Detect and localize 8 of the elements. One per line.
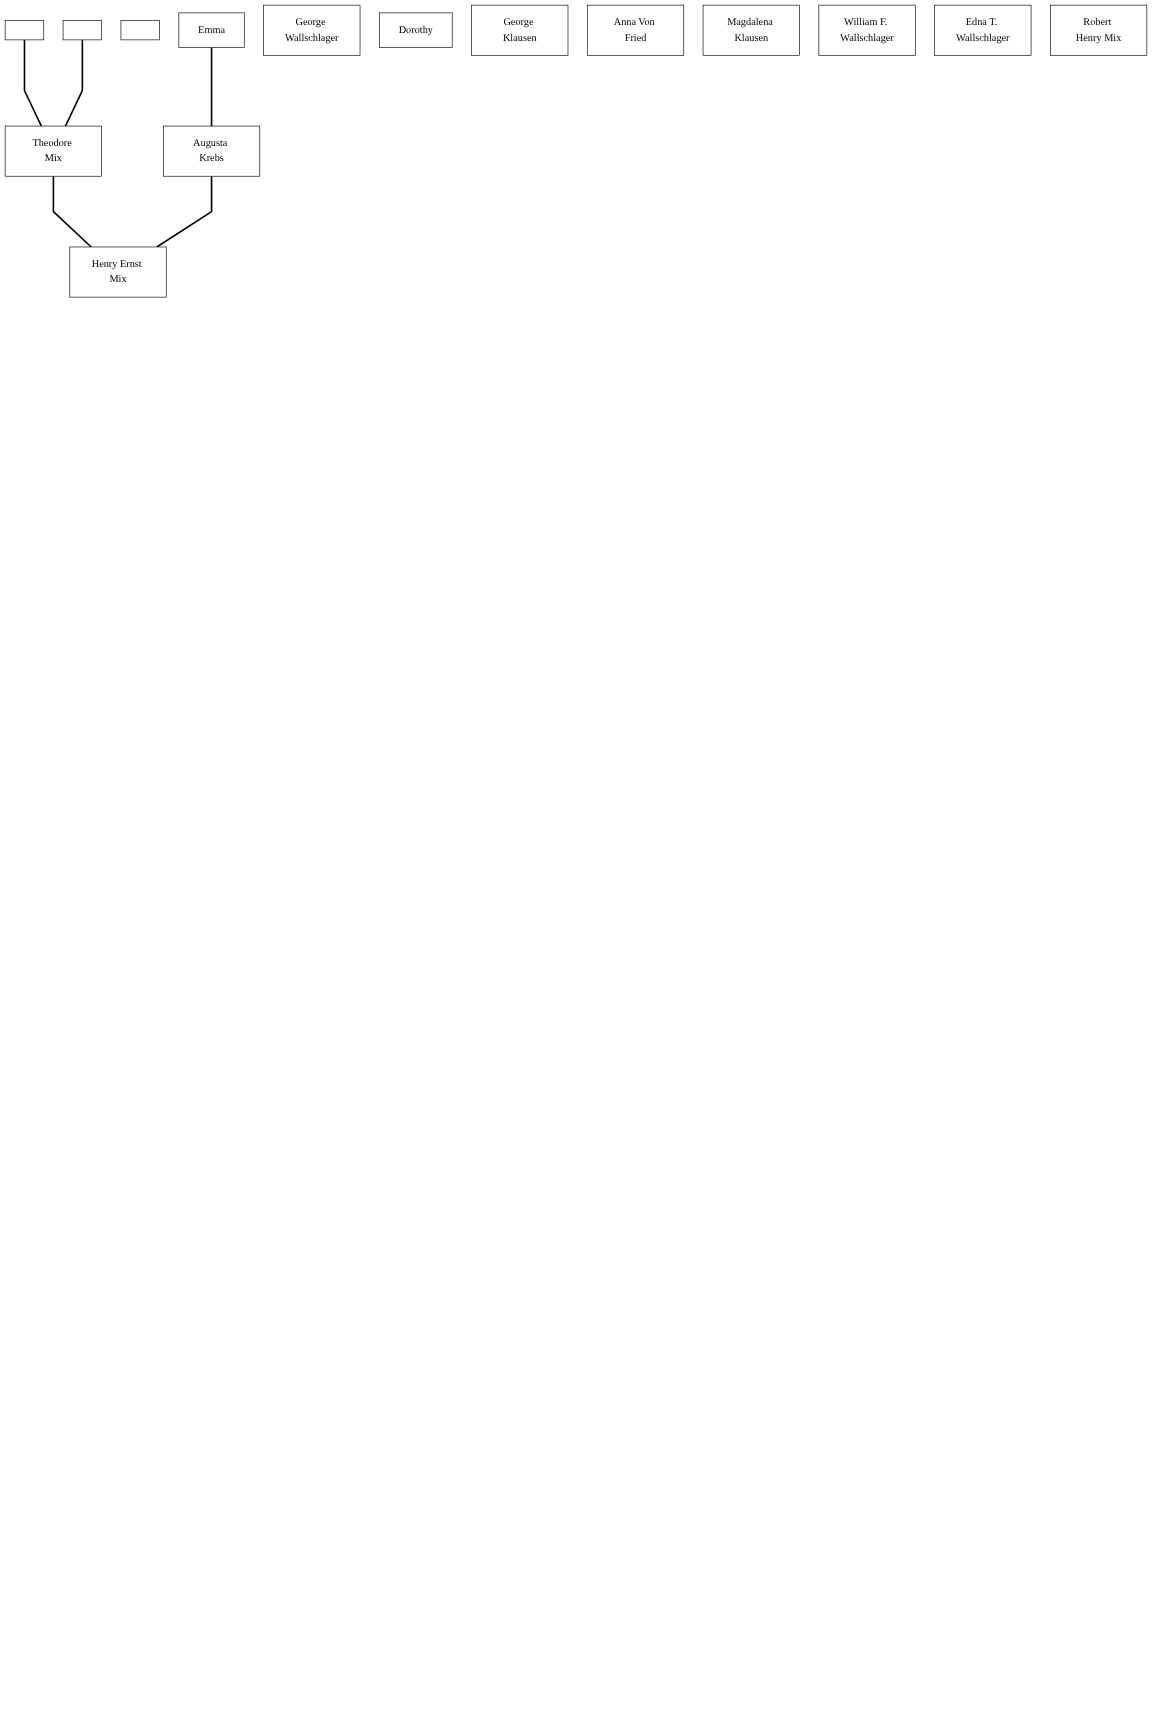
connector: [156, 175, 213, 248]
node-box: [120, 20, 160, 41]
connector: [64, 39, 84, 127]
node-box: [62, 20, 102, 41]
connector: [52, 175, 92, 248]
node-box: [4, 20, 45, 41]
connector: [23, 39, 43, 127]
connector: [210, 46, 213, 127]
